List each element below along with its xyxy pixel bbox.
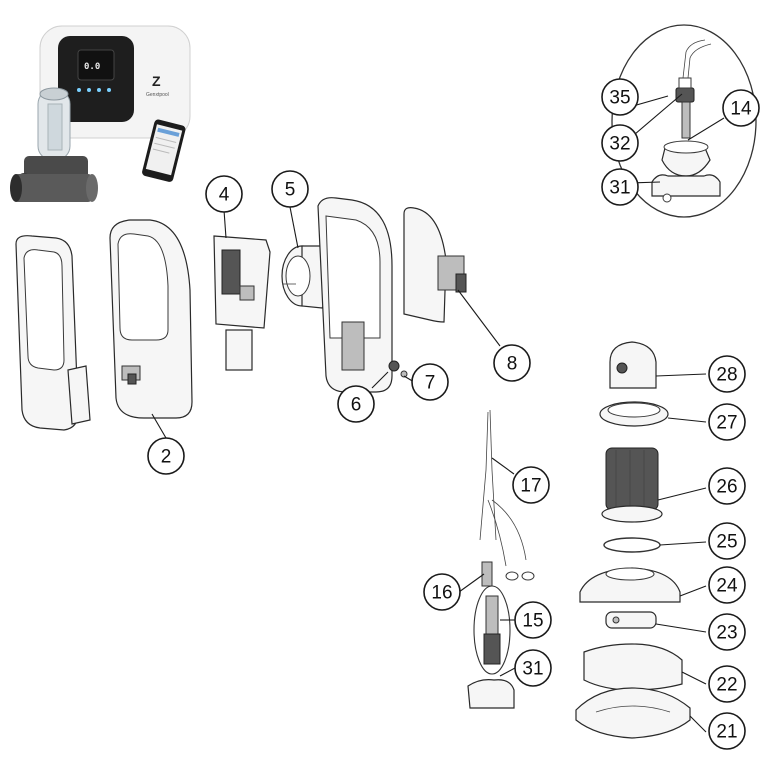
front-cover	[15, 235, 91, 431]
callout-24: 24	[708, 566, 746, 604]
rear-chassis	[317, 197, 408, 393]
callout-2: 2	[147, 437, 185, 475]
callout-5: 5	[271, 170, 309, 208]
svg-text:32: 32	[609, 134, 630, 155]
svg-text:27: 27	[716, 413, 737, 434]
svg-text:14: 14	[730, 99, 752, 120]
callout-35: 35	[601, 78, 639, 116]
svg-text:24: 24	[716, 576, 738, 597]
screen-readout: 0.0	[84, 62, 100, 72]
status-led	[77, 88, 81, 92]
svg-text:8: 8	[507, 354, 518, 375]
callout-25: 25	[708, 522, 746, 560]
callout-22: 22	[708, 665, 746, 703]
status-led	[107, 88, 111, 92]
svg-text:4: 4	[219, 185, 230, 206]
lower-clamp	[575, 687, 691, 739]
svg-text:26: 26	[716, 477, 737, 498]
callout-4: 4	[205, 175, 243, 213]
status-led	[97, 88, 101, 92]
svg-text:6: 6	[351, 395, 362, 416]
circuit-board	[213, 235, 271, 371]
callout-32: 32	[601, 124, 639, 162]
smartphone	[142, 119, 186, 182]
svg-text:28: 28	[716, 365, 737, 386]
svg-text:15: 15	[522, 611, 543, 632]
callout-31-probe: 31	[514, 649, 552, 687]
product-label: Genxtpool	[146, 92, 169, 98]
callout-21: 21	[708, 712, 746, 750]
spacer	[605, 611, 657, 629]
svg-text:35: 35	[609, 88, 630, 109]
svg-text:23: 23	[716, 623, 737, 644]
electrolysis-cell-photo	[10, 87, 98, 202]
callout-16: 16	[423, 573, 461, 611]
callout-7: 7	[411, 363, 449, 401]
inset-detail	[611, 24, 757, 218]
svg-text:7: 7	[425, 373, 436, 394]
svg-text:25: 25	[716, 532, 737, 553]
control-unit-screen	[77, 49, 115, 81]
callout-28: 28	[708, 355, 746, 393]
svg-text:31: 31	[522, 659, 543, 680]
svg-text:2: 2	[161, 447, 172, 468]
o-ring	[603, 537, 661, 553]
upper-clamp	[583, 643, 683, 691]
cell-upper-body	[579, 567, 681, 603]
callout-27: 27	[708, 403, 746, 441]
cell-cap	[609, 341, 657, 389]
status-led	[87, 88, 91, 92]
svg-text:31: 31	[609, 178, 630, 199]
callout-6: 6	[337, 385, 375, 423]
callout-8: 8	[493, 344, 531, 382]
svg-text:16: 16	[431, 583, 452, 604]
callout-17: 17	[512, 466, 550, 504]
product-photo: 0.0 Z Genxtpool	[10, 25, 191, 202]
leader-lines	[151, 93, 725, 733]
main-housing	[109, 219, 193, 419]
callouts: 2 4 5 6 7 8 14 15	[147, 78, 760, 750]
svg-text:5: 5	[285, 180, 296, 201]
callout-14: 14	[722, 89, 760, 127]
svg-text:21: 21	[716, 722, 737, 743]
svg-text:17: 17	[520, 476, 541, 497]
callout-26: 26	[708, 467, 746, 505]
electrode-cell	[601, 447, 663, 523]
probe-cable-assembly	[467, 409, 535, 709]
callout-23: 23	[708, 613, 746, 651]
svg-text:22: 22	[716, 675, 737, 696]
brand-mark: Z	[152, 73, 161, 89]
callout-15: 15	[514, 601, 552, 639]
back-plate	[403, 207, 467, 323]
callout-31-inset: 31	[601, 168, 639, 206]
locking-ring	[599, 401, 669, 427]
